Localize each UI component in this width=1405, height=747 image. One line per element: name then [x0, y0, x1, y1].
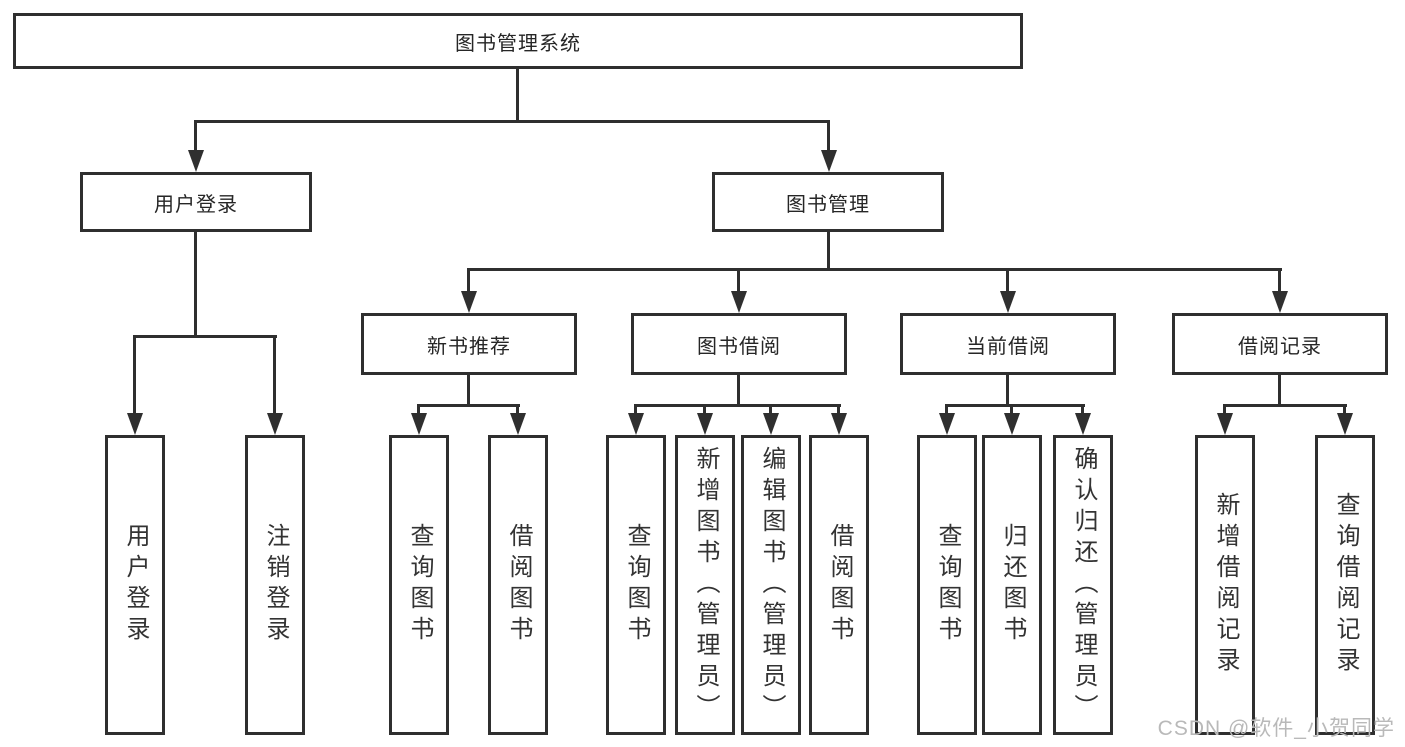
leaf-query-book-1-label: 查询图书: [406, 523, 433, 647]
leaf-query-book-3-label: 查询图书: [934, 523, 961, 647]
connector-line: [273, 338, 276, 413]
arrowhead-down-icon: [697, 413, 713, 435]
connector-line: [945, 404, 1085, 407]
arrowhead-down-icon: [1217, 413, 1233, 435]
leaf-add-record-label: 新增借阅记录: [1212, 492, 1239, 678]
connector-line: [194, 120, 197, 150]
leaf-query-record-label: 查询借阅记录: [1332, 492, 1359, 678]
connector-line: [417, 404, 520, 407]
connector-line: [703, 407, 706, 413]
connector-line: [417, 407, 420, 413]
connector-line: [467, 268, 1282, 271]
leaf-return-book: 归还图书: [982, 435, 1042, 735]
leaf-confirm-return: 确认归还（管理员）: [1053, 435, 1113, 735]
node-root-label: 图书管理系统: [455, 32, 581, 55]
arrowhead-down-icon: [461, 291, 477, 313]
arrowhead-down-icon: [731, 291, 747, 313]
connector-line: [1006, 375, 1009, 407]
arrowhead-down-icon: [1272, 291, 1288, 313]
leaf-logout-label: 注销登录: [262, 523, 289, 647]
leaf-add-book-label: 新增图书（管理员）: [692, 445, 719, 725]
leaf-edit-book-label: 编辑图书（管理员）: [758, 445, 785, 725]
node-borrow-records: 借阅记录: [1172, 313, 1388, 375]
arrowhead-down-icon: [831, 413, 847, 435]
leaf-borrow-book-2: 借阅图书: [809, 435, 869, 735]
arrowhead-down-icon: [127, 413, 143, 435]
node-new-book-rec: 新书推荐: [361, 313, 577, 375]
leaf-return-book-label: 归还图书: [999, 523, 1026, 647]
leaf-logout: 注销登录: [245, 435, 305, 735]
connector-line: [516, 69, 519, 120]
arrowhead-down-icon: [939, 413, 955, 435]
connector-line: [737, 271, 740, 291]
connector-line: [1278, 375, 1281, 407]
arrowhead-down-icon: [411, 413, 427, 435]
node-book-borrow: 图书借阅: [631, 313, 847, 375]
node-new-book-rec-label: 新书推荐: [427, 335, 511, 358]
node-book-borrow-label: 图书借阅: [697, 335, 781, 358]
connector-line: [1278, 271, 1281, 291]
connector-line: [467, 271, 470, 291]
connector-line: [194, 120, 830, 123]
leaf-borrow-book-2-label: 借阅图书: [826, 523, 853, 647]
connector-line: [634, 404, 841, 407]
leaf-confirm-return-label: 确认归还（管理员）: [1070, 445, 1097, 725]
arrowhead-down-icon: [1004, 413, 1020, 435]
watermark: CSDN @软件_小贺同学: [1157, 717, 1395, 740]
connector-line: [516, 407, 519, 413]
arrowhead-down-icon: [188, 150, 204, 172]
node-root: 图书管理系统: [13, 13, 1023, 69]
arrowhead-down-icon: [1075, 413, 1091, 435]
connector-line: [1006, 271, 1009, 291]
connector-line: [1223, 404, 1347, 407]
connector-line: [133, 338, 136, 413]
arrowhead-down-icon: [1337, 413, 1353, 435]
arrowhead-down-icon: [510, 413, 526, 435]
node-user-login: 用户登录: [80, 172, 312, 232]
leaf-borrow-book-1-label: 借阅图书: [505, 523, 532, 647]
connector-line: [1081, 407, 1084, 413]
connector-line: [133, 335, 277, 338]
connector-line: [737, 375, 740, 407]
leaf-query-book-3: 查询图书: [917, 435, 977, 735]
node-book-mgmt-label: 图书管理: [786, 193, 870, 216]
leaf-borrow-book-1: 借阅图书: [488, 435, 548, 735]
connector-line: [1343, 407, 1346, 413]
arrowhead-down-icon: [1000, 291, 1016, 313]
leaf-user-login: 用户登录: [105, 435, 165, 735]
connector-line: [945, 407, 948, 413]
connector-line: [194, 232, 197, 338]
leaf-query-book-2: 查询图书: [606, 435, 666, 735]
node-borrow-records-label: 借阅记录: [1238, 335, 1322, 358]
connector-line: [827, 120, 830, 150]
arrowhead-down-icon: [267, 413, 283, 435]
connector-line: [1010, 407, 1013, 413]
leaf-add-book: 新增图书（管理员）: [675, 435, 735, 735]
arrowhead-down-icon: [628, 413, 644, 435]
leaf-query-book-1: 查询图书: [389, 435, 449, 735]
leaf-user-login-label: 用户登录: [122, 523, 149, 647]
arrowhead-down-icon: [821, 150, 837, 172]
connector-line: [467, 375, 470, 407]
leaf-edit-book: 编辑图书（管理员）: [741, 435, 801, 735]
leaf-add-record: 新增借阅记录: [1195, 435, 1255, 735]
connector-line: [769, 407, 772, 413]
arrowhead-down-icon: [763, 413, 779, 435]
node-current-borrow: 当前借阅: [900, 313, 1116, 375]
connector-line: [1223, 407, 1226, 413]
connector-line: [634, 407, 637, 413]
connector-line: [827, 232, 830, 271]
leaf-query-record: 查询借阅记录: [1315, 435, 1375, 735]
leaf-query-book-2-label: 查询图书: [623, 523, 650, 647]
node-current-borrow-label: 当前借阅: [966, 335, 1050, 358]
node-book-mgmt: 图书管理: [712, 172, 944, 232]
connector-line: [837, 407, 840, 413]
node-user-login-label: 用户登录: [154, 193, 238, 216]
